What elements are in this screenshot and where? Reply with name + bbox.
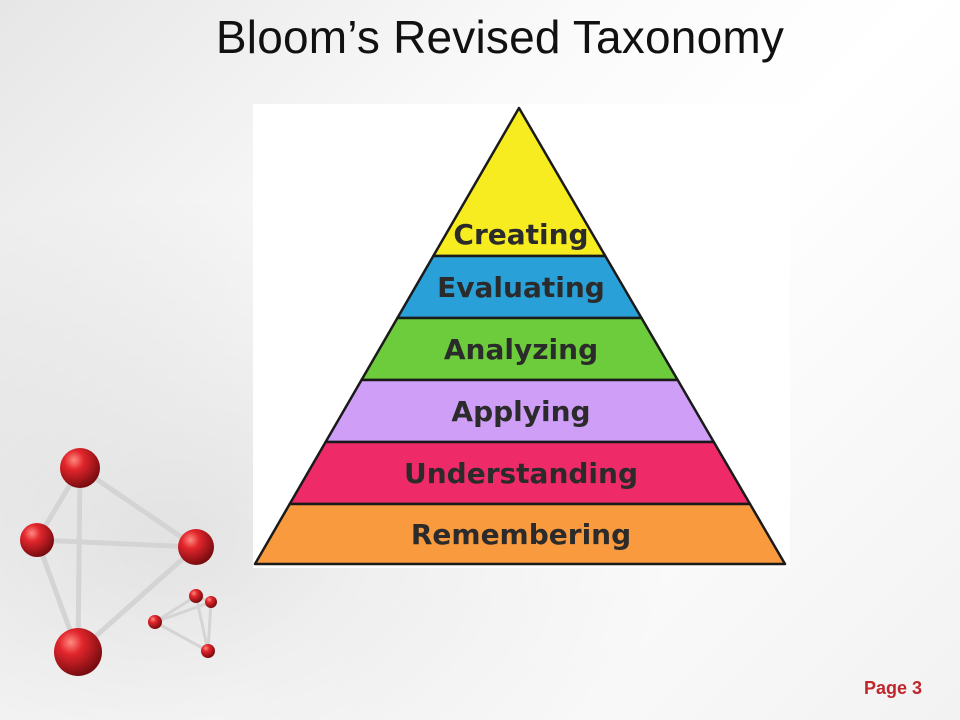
pyramid-label-remembering: Remembering	[411, 518, 631, 551]
pyramid-label-understanding: Understanding	[404, 457, 638, 490]
pyramid-label-analyzing: Analyzing	[444, 333, 598, 366]
pyramid-label-applying: Applying	[451, 395, 590, 428]
pyramid-band-remembering	[253, 502, 787, 566]
page-number: Page 3	[863, 678, 922, 698]
pyramid-diagram: CreatingEvaluatingAnalyzingApplyingUnder…	[253, 106, 787, 566]
pyramid-label-evaluating: Evaluating	[437, 271, 605, 304]
pyramid-label-creating: Creating	[453, 218, 588, 251]
slide-title: Bloom’s Revised Taxonomy	[215, 11, 785, 63]
molecule-decoration-icon	[20, 448, 217, 676]
